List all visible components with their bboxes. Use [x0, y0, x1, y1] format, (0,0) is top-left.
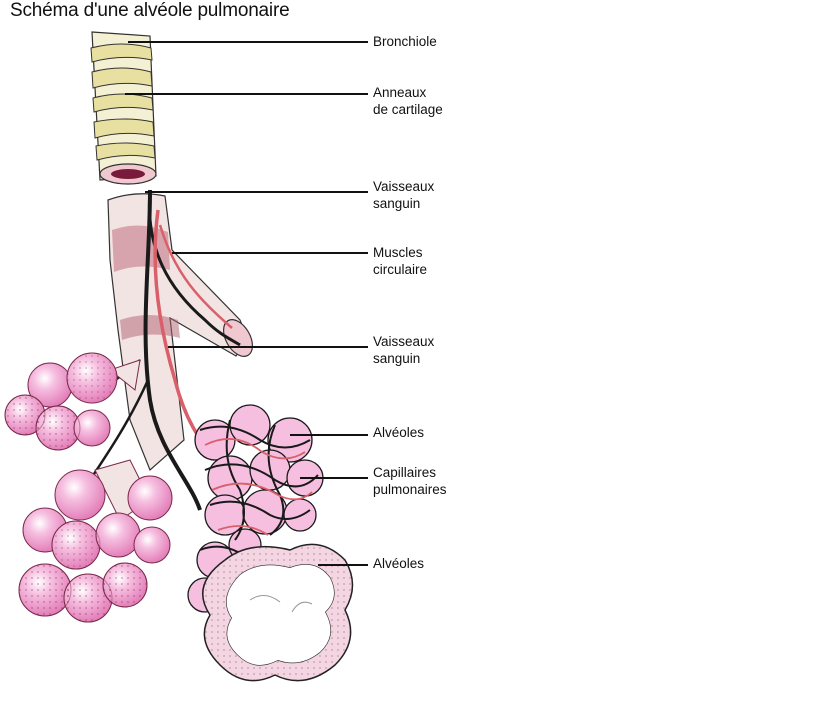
alveoli-cluster-upper-left — [4, 352, 141, 451]
label-anneaux-de-cartilage: Anneaux de cartilage — [373, 85, 443, 117]
label-bronchiole: Bronchiole — [373, 34, 437, 49]
diagram-title: Schéma d'une alvéole pulmonaire — [10, 0, 290, 21]
label-vaisseaux-sanguin-1: Vaisseaux sanguin — [373, 179, 435, 211]
leader-lines — [125, 41, 368, 566]
bronchiole-segment — [90, 31, 157, 185]
label-muscles-circulaire: Muscles circulaire — [373, 245, 428, 277]
label-alveoles-2: Alvéoles — [373, 556, 425, 571]
alveolus-cross-section — [202, 543, 354, 682]
alveoli-cluster-lower-left — [18, 459, 173, 623]
label-alveoles-1: Alvéoles — [373, 425, 425, 440]
label-vaisseaux-sanguin-2: Vaisseaux sanguin — [373, 334, 435, 366]
label-capillaires-pulmonaires: Capillaires pulmonaires — [373, 465, 447, 497]
